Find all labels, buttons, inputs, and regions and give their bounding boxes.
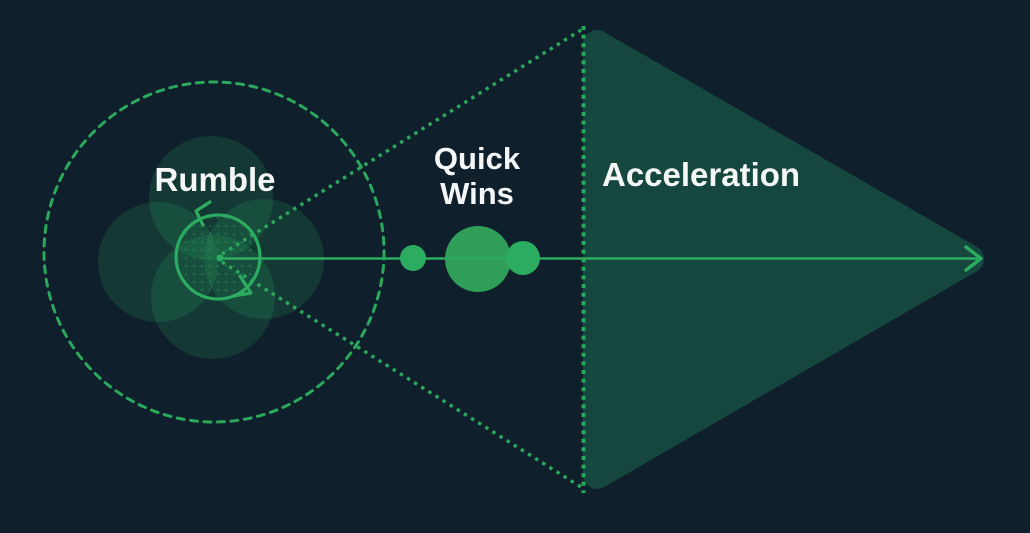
cycle-circle bbox=[174, 213, 262, 301]
stage-label-rumble: Rumble bbox=[154, 161, 276, 198]
flow-arrow-head bbox=[964, 245, 983, 272]
funnel-line-top bbox=[221, 28, 582, 256]
cycle-arrowhead-top bbox=[194, 200, 212, 227]
flow-origin-dot bbox=[216, 254, 224, 262]
stage-label-quick-wins: Quick Wins bbox=[433, 141, 521, 211]
cycle-arrowhead-bottom bbox=[231, 274, 253, 298]
stage-label-acceleration: Acceleration bbox=[602, 156, 801, 193]
rumble-dashed-ring bbox=[42, 80, 386, 424]
funnel-line-bottom bbox=[221, 260, 582, 489]
cycle-arrow-icon bbox=[174, 200, 262, 301]
right-arrow-icon bbox=[216, 245, 983, 272]
